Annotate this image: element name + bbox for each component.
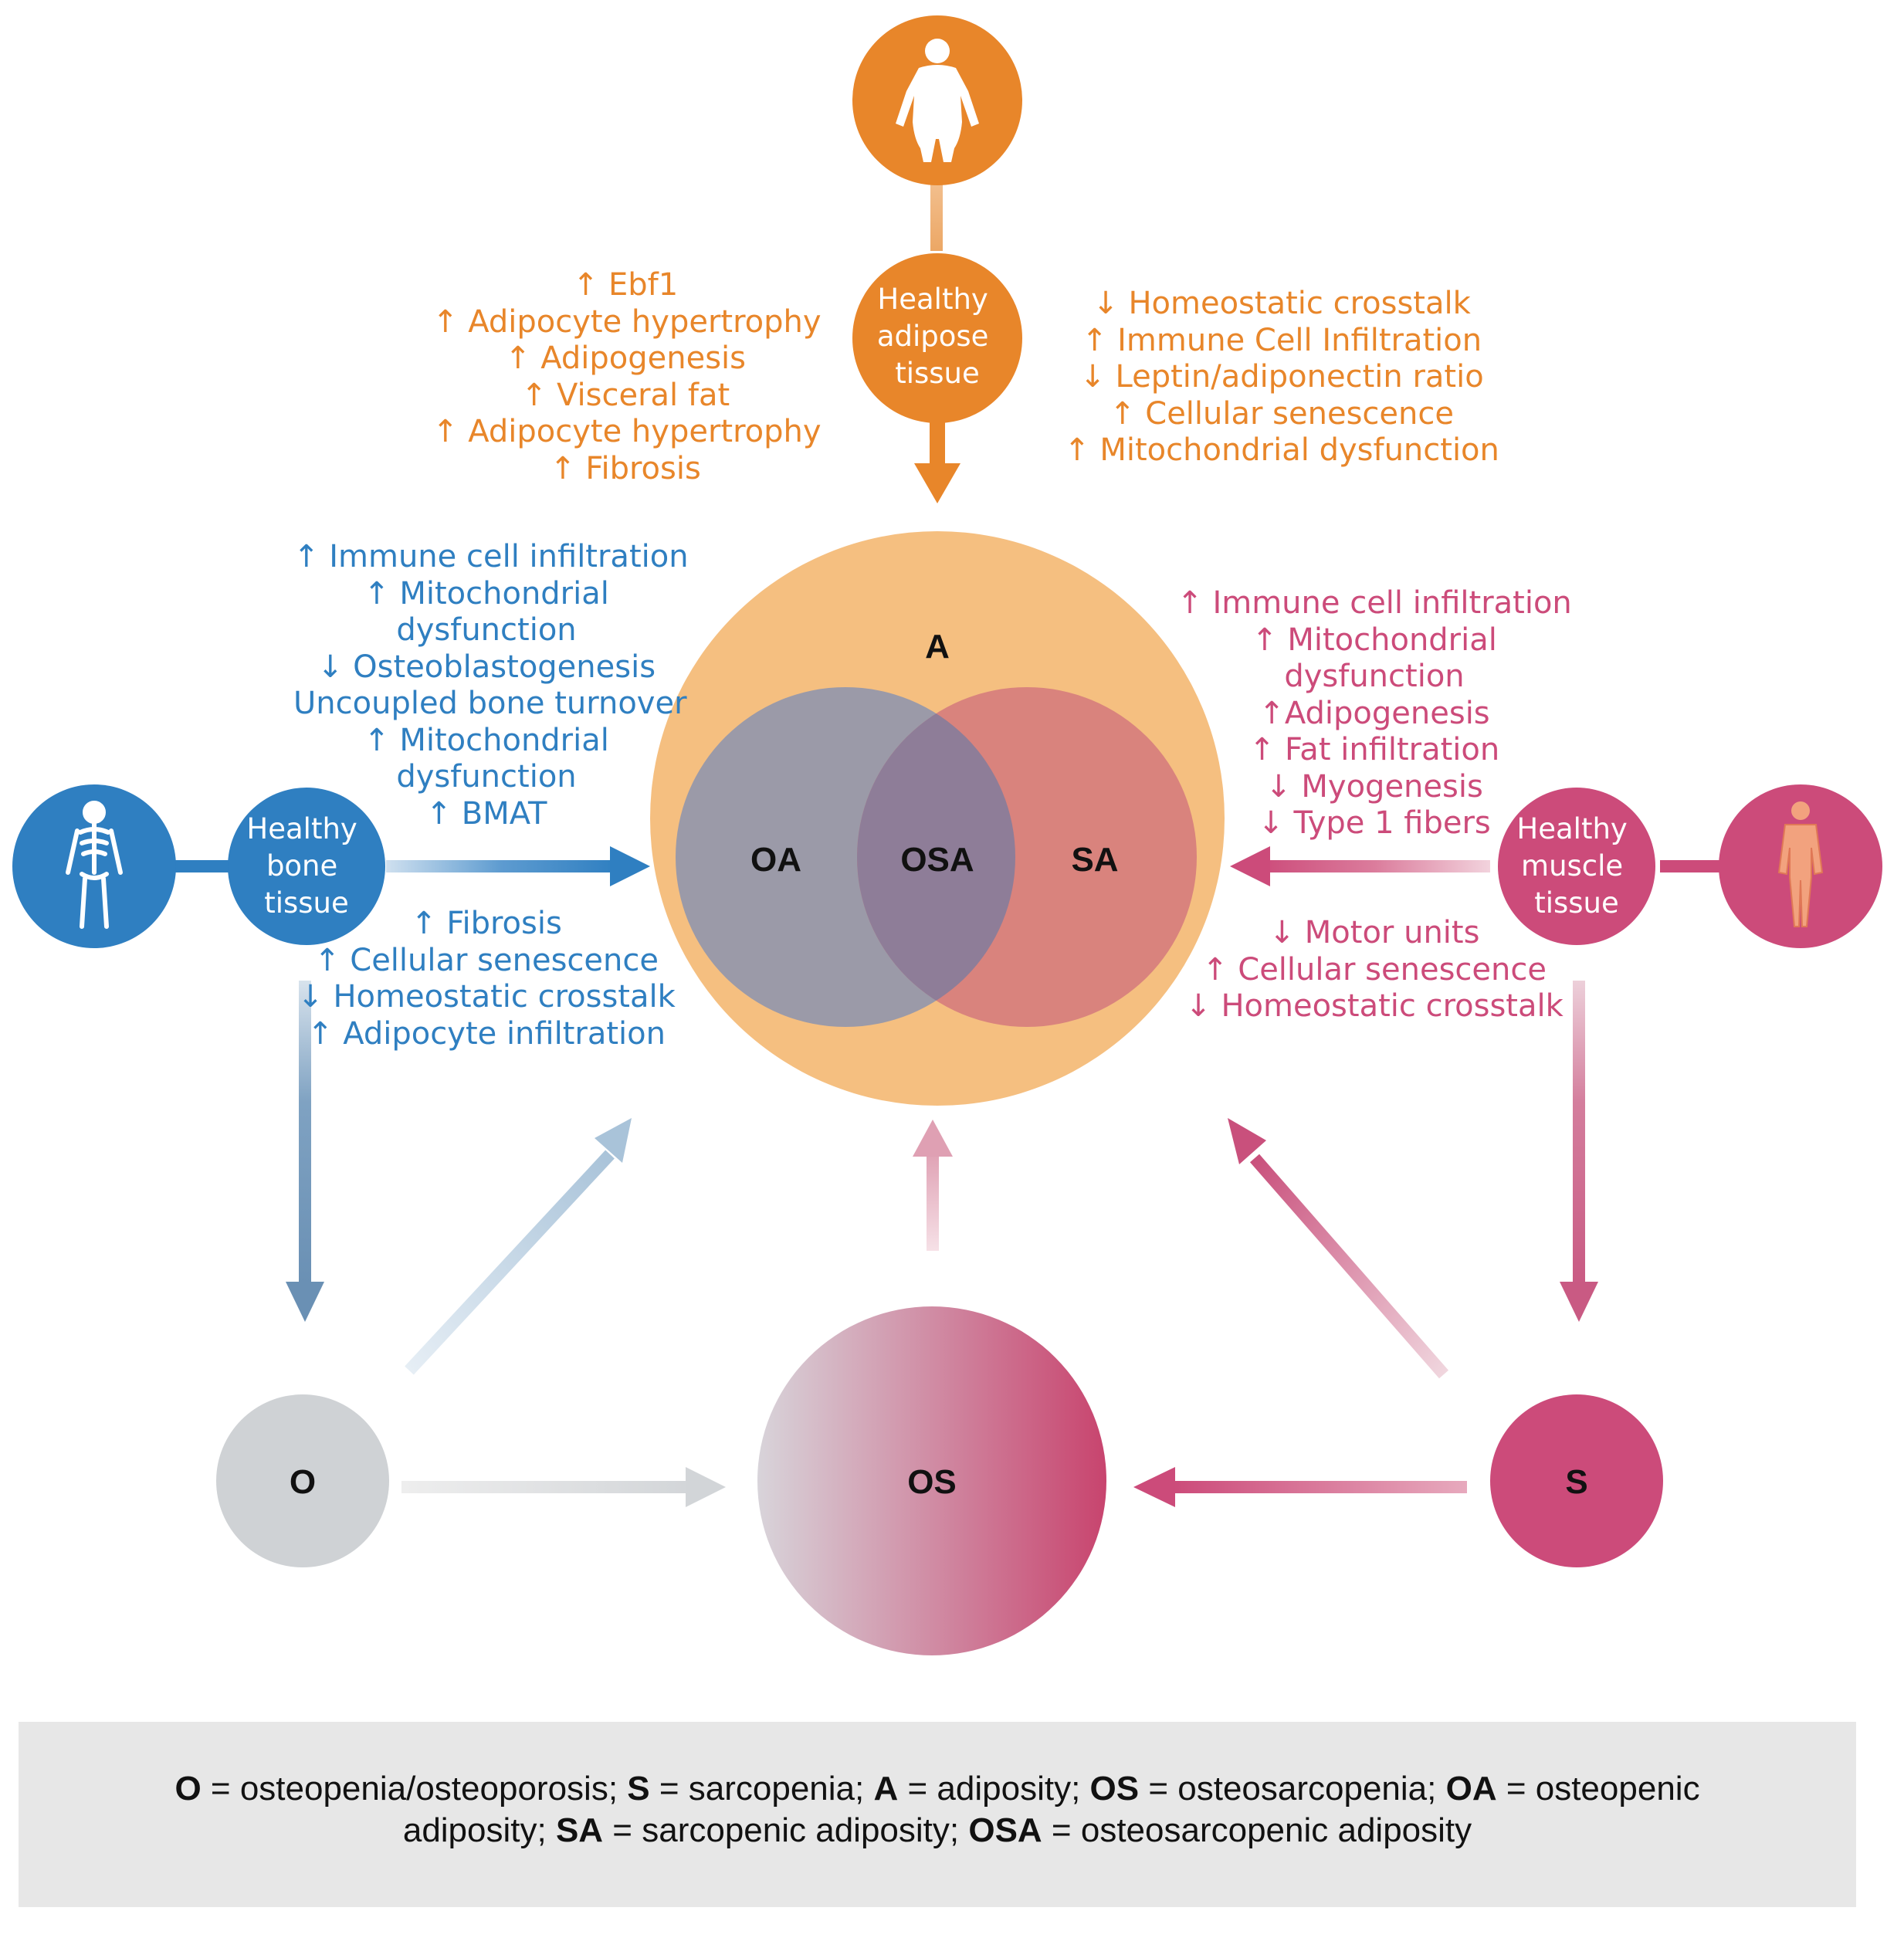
legend-abbr: O — [174, 1770, 202, 1808]
O-circle — [216, 1394, 389, 1567]
arrow-healthy-adipose-to-center — [914, 417, 960, 503]
list-line: ↑ Mitochondrial — [364, 575, 609, 612]
legend-definition: = sarcopenia; — [649, 1770, 874, 1808]
list-line: ↑ Cellular senescence — [314, 942, 659, 978]
legend-abbr: A — [873, 1770, 899, 1808]
legend-abbr: OA — [1445, 1770, 1497, 1808]
list-line: ↑ Cellular senescence — [1110, 395, 1454, 432]
list-line: ↓ Homeostatic crosstalk — [1185, 988, 1564, 1024]
list-line: ↑Adipogenesis — [1259, 695, 1490, 731]
arrow-healthy-bone-to-center — [386, 846, 650, 886]
list-line: ↓ Myogenesis — [1265, 768, 1483, 805]
list-line: ↑ Adipocyte hypertrophy — [432, 303, 822, 340]
label-OA: OA — [750, 841, 801, 879]
list-line: ↑ Mitochondrial — [1252, 622, 1497, 658]
S-circle — [1490, 1394, 1663, 1567]
legend-definition: = osteopenia/osteoporosis; — [201, 1770, 628, 1808]
skeleton-icon — [66, 801, 123, 929]
legend-box: O = osteopenia/osteoporosis; S = sarcope… — [19, 1722, 1856, 1907]
list-line: ↑ Immune Cell Infiltration — [1081, 322, 1482, 358]
list-line: ↓ Motor units — [1269, 915, 1480, 950]
list-line: ↑ Immune cell infiltration — [293, 539, 689, 574]
adipose-left-list: ↑ Ebf1↑ Adipocyte hypertrophy↑ Adipogene… — [432, 267, 822, 487]
list-line: ↓ Leptin/adiponectin ratio — [1079, 359, 1484, 395]
list-line: ↓ Homeostatic crosstalk — [297, 979, 676, 1015]
healthy-bone-label: Healthy bone tissue — [246, 812, 366, 920]
bone-lower-list: ↑ Fibrosis↑ Cellular senescence↓ Homeost… — [293, 906, 679, 1052]
arrow-muscle-down-to-S — [1560, 981, 1598, 1322]
list-line: Uncoupled bone turnover — [293, 686, 687, 721]
legend-definition: = sarcopenic adiposity; — [603, 1811, 969, 1849]
healthy-bone-circle — [228, 788, 385, 945]
list-line: ↑ Adipocyte hypertrophy — [432, 414, 822, 449]
arrow-S-to-center — [1228, 1118, 1449, 1379]
list-line: ↑ Visceral fat — [520, 377, 730, 413]
list-line: ↑ Ebf1 — [572, 267, 679, 303]
list-line: ↓ Type 1 fibers — [1258, 805, 1491, 841]
list-line: ↑ Fat infiltration — [1248, 732, 1500, 767]
arrow-adipose-icon-to-healthy — [930, 174, 943, 251]
muscle-lower-list: ↓ Motor units↑ Cellular senescence↓ Home… — [1174, 915, 1575, 1025]
adipose-right-list: ↓ Homeostatic crosstalk↑ Immune Cell Inf… — [1050, 286, 1513, 469]
list-line: ↑ BMAT — [425, 795, 547, 832]
list-line: dysfunction — [1284, 659, 1465, 694]
legend-abbr: SA — [555, 1811, 604, 1849]
legend-definition: = osteosarcopenia; — [1139, 1770, 1446, 1808]
label-S: S — [1565, 1463, 1587, 1501]
legend-abbr: OS — [1089, 1770, 1140, 1808]
muscle-upper-list: ↑ Immune cell infiltration↑ Mitochondria… — [1174, 585, 1575, 842]
legend-definition: = osteosarcopenic adiposity — [1042, 1811, 1472, 1849]
list-line: ↑ Adipocyte infiltration — [307, 1015, 666, 1052]
healthy-muscle-label: Healthy muscle tissue — [1516, 812, 1636, 920]
label-A: A — [925, 628, 950, 666]
list-line: ↑ Mitochondrial dysfunction — [1064, 432, 1499, 468]
legend-definition: = osteopenic adiposity; — [402, 1770, 1700, 1849]
OSA-intersection — [857, 687, 1015, 1027]
list-line: ↑ Cellular senescence — [1202, 951, 1547, 988]
legend-definition: = adiposity; — [898, 1770, 1090, 1808]
OS-circle — [757, 1306, 1106, 1655]
list-line: ↓ Osteoblastogenesis — [317, 649, 656, 685]
label-OSA: OSA — [900, 841, 974, 879]
list-line: ↓ Homeostatic crosstalk — [1093, 286, 1471, 321]
arrow-OS-to-center — [913, 1120, 953, 1251]
list-line: ↑ Fibrosis — [411, 906, 562, 941]
list-line: ↑ Adipogenesis — [504, 341, 746, 376]
label-SA: SA — [1071, 841, 1118, 879]
healthy-adipose-circle — [852, 253, 1022, 423]
connector-muscle-icon — [1660, 860, 1722, 872]
bone-upper-list: ↑ Immune cell infiltration↑ Mitochondria… — [293, 539, 689, 832]
label-OS: OS — [907, 1463, 957, 1501]
list-line: dysfunction — [396, 759, 577, 795]
arrow-S-to-OS — [1133, 1467, 1467, 1507]
label-O: O — [290, 1463, 316, 1501]
arrow-O-to-center — [405, 1118, 632, 1375]
arrow-healthy-muscle-to-center — [1230, 846, 1490, 886]
legend-abbr: OSA — [968, 1811, 1042, 1849]
arrow-bone-down-to-O — [286, 981, 324, 1322]
muscle-figure-icon — [1777, 801, 1824, 927]
legend-abbr: S — [627, 1770, 650, 1808]
arrow-O-to-OS — [401, 1467, 726, 1507]
list-line: dysfunction — [396, 612, 577, 648]
healthy-muscle-circle — [1498, 788, 1655, 945]
list-line: ↑ Fibrosis — [550, 450, 701, 486]
list-line: ↑ Immune cell infiltration — [1177, 585, 1572, 621]
healthy-adipose-label: Healthy adipose tissue — [877, 283, 998, 390]
list-line: ↑ Mitochondrial — [364, 722, 609, 758]
legend-text: O = osteopenia/osteoporosis; S = sarcope… — [134, 1768, 1740, 1852]
human-figure-icon — [896, 39, 979, 162]
connector-bone-icon — [170, 860, 232, 872]
